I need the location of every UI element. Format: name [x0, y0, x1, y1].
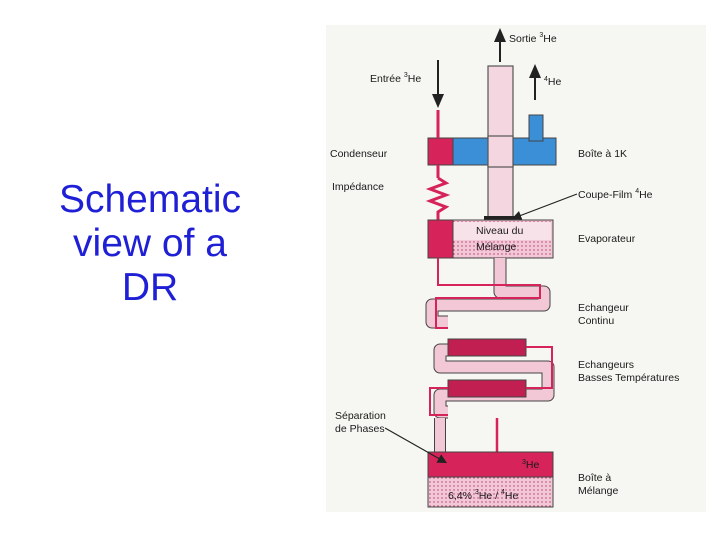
- concentrated-line: [429, 346, 553, 416]
- title-line-1: Schematic: [58, 178, 242, 221]
- continuous-exchanger-inner: [435, 258, 541, 329]
- still-inlet-block: [427, 219, 454, 259]
- mixture-level-label-1: Niveau du: [476, 225, 523, 237]
- schematic-panel: [326, 25, 706, 512]
- outlet-3he-label: Sortie 3He: [509, 32, 557, 45]
- onek-pot-label: Boîte à 1K: [578, 148, 627, 160]
- film-breaker-label: Coupe-Film 4He: [578, 188, 653, 201]
- onek-pot-pumpline: [528, 114, 544, 142]
- concentration-label: 6,4% 3He / 4He: [448, 489, 518, 502]
- low-temp-exchangers-label-1: Echangeurs: [578, 359, 634, 371]
- low-temp-exchangers-label-2: Basses Températures: [578, 372, 679, 384]
- mixing-chamber-label-1: Boîte à: [578, 472, 611, 484]
- title-line-2: view of a: [73, 222, 227, 265]
- concentrated-phase-label: 3He: [522, 459, 539, 471]
- film-breaker: [484, 216, 517, 220]
- step-exchanger-2: [447, 379, 527, 398]
- continuous-exchanger-label-1: Echangeur: [578, 302, 629, 314]
- inlet-3he-label: Entrée 3He: [370, 72, 421, 85]
- continuous-exchanger-fill: [426, 258, 550, 328]
- pumping-line-through-pot: [487, 135, 514, 168]
- phase-separation-label-1: Séparation: [335, 410, 386, 422]
- phase-separation-pointer: [384, 427, 448, 464]
- film-breaker-pointer: [511, 193, 578, 220]
- step-exchanger-1: [447, 338, 527, 357]
- concentrated-phase: [427, 451, 554, 478]
- title-line-3: DR: [121, 266, 179, 309]
- mixture-level-label-2: Mélange: [476, 241, 516, 253]
- 4he-label: 4He: [544, 76, 561, 88]
- dilute-return-fill: [434, 344, 554, 418]
- 4he-pump-arrow: [529, 64, 541, 100]
- outlet-3he-arrow: [494, 28, 506, 62]
- impedance-label: Impédance: [332, 181, 384, 193]
- impedance-coil: [425, 176, 451, 220]
- inlet-3he-arrow: [432, 60, 444, 108]
- condenser-block: [427, 137, 454, 166]
- evaporator-label: Evaporateur: [578, 233, 636, 245]
- still-vapor-space: [453, 222, 551, 240]
- mixing-chamber-label-2: Mélange: [578, 485, 618, 497]
- condenser-label: Condenseur: [330, 148, 388, 160]
- slide-title: Schematic view of a DR: [30, 178, 270, 310]
- phase-separation-label-2: de Phases: [335, 423, 385, 435]
- continuous-exchanger-label-2: Continu: [578, 315, 614, 327]
